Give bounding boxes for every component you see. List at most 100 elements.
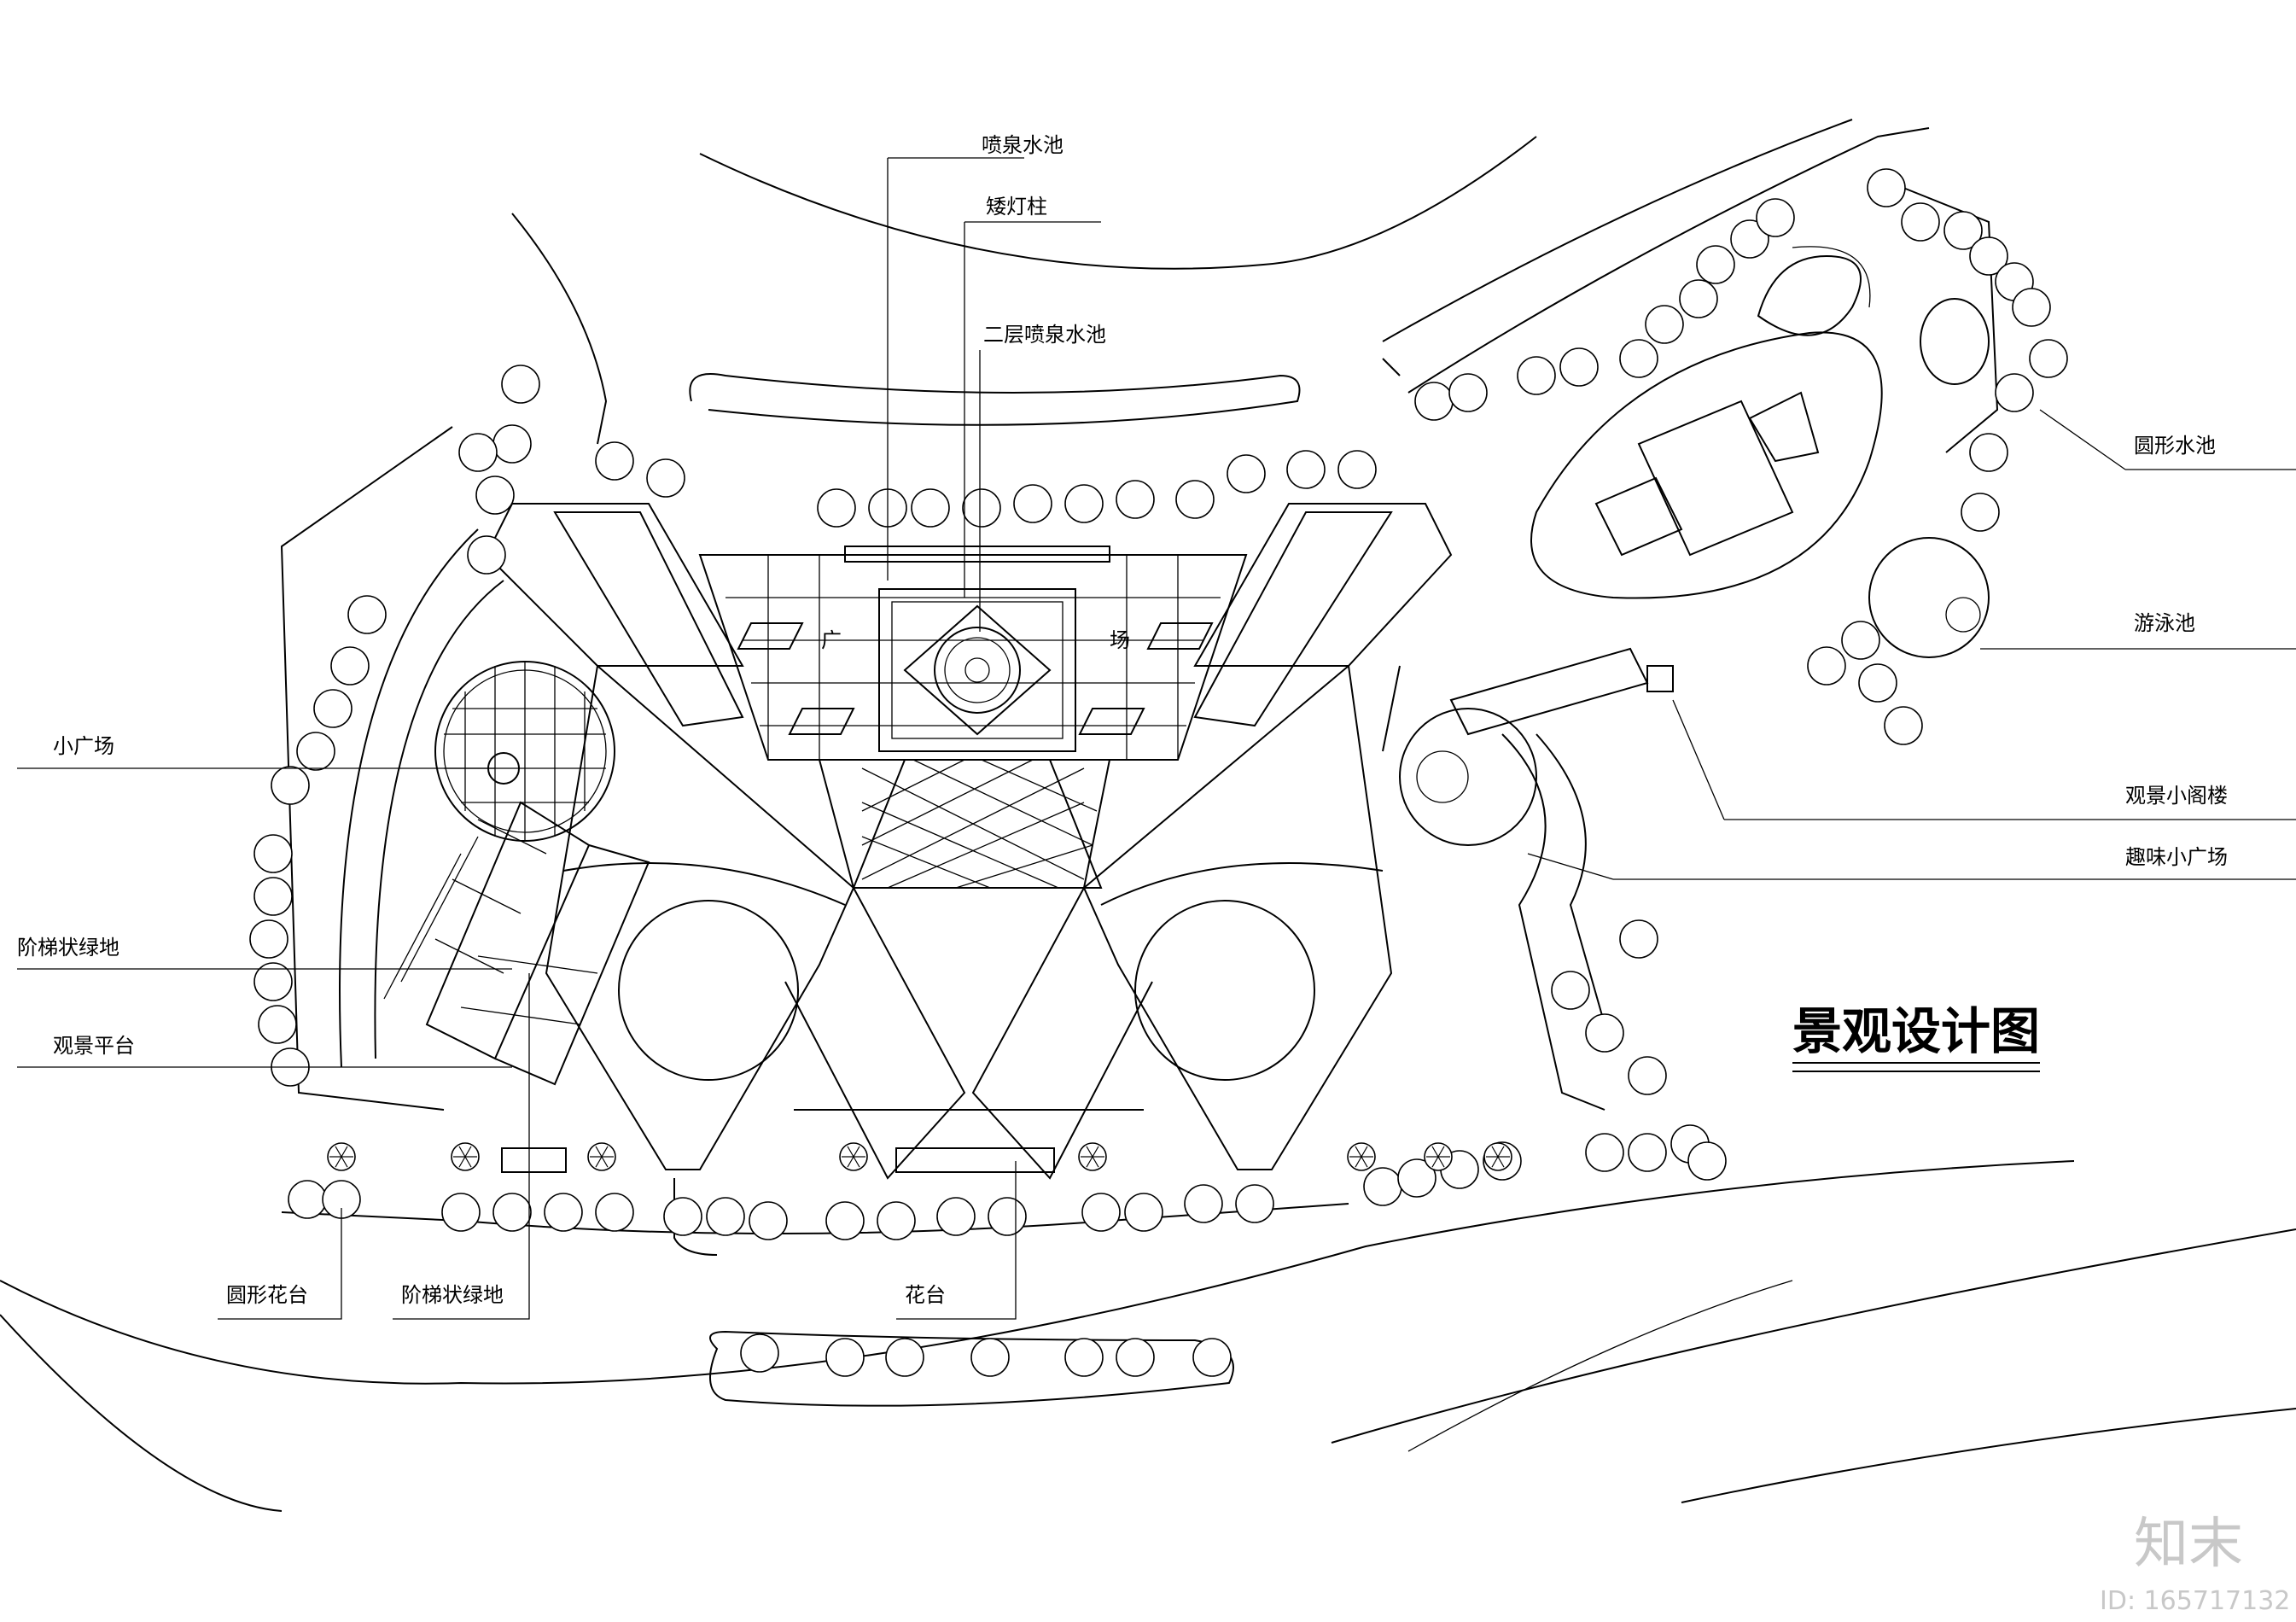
planters (281, 1147, 1349, 1407)
tree-symbol (1551, 971, 1590, 1010)
tree-star-line (853, 1146, 860, 1158)
tree-star-line (1491, 1146, 1499, 1158)
tree-symbol (1235, 1184, 1274, 1223)
tree-star-line (595, 1156, 603, 1168)
tree-symbol (1337, 450, 1377, 489)
label-round-planter: 圆形花台 (226, 1283, 308, 1307)
rect-planter-center (895, 1147, 1055, 1173)
tree-symbol (1116, 480, 1155, 519)
tree-symbol (1628, 1133, 1667, 1172)
tree-symbol (595, 1193, 634, 1232)
tree-symbol (936, 1197, 976, 1236)
tree-symbol (1628, 1056, 1667, 1095)
tree-symbol (1867, 168, 1906, 207)
tree-symbol (458, 433, 498, 472)
tree-symbol (544, 1193, 583, 1232)
tree-symbol (825, 1201, 865, 1240)
tree-star-line (1437, 1146, 1445, 1158)
watermark-brand: 知末 (2134, 1513, 2243, 1576)
left-round-court (618, 900, 799, 1081)
label-swimming-pool: 游泳池 (2134, 611, 2195, 635)
tree-star-line (335, 1146, 342, 1158)
tree-star-line (853, 1156, 860, 1168)
fountain-square (878, 588, 1076, 752)
tree-symbol (1286, 450, 1326, 489)
tree-symbol (1192, 1338, 1232, 1377)
tree-symbol (646, 458, 685, 498)
label-terraced-green-left: 阶梯状绿地 (17, 936, 119, 960)
tree-star-line (1497, 1146, 1505, 1158)
tree-symbol (877, 1201, 916, 1240)
label-small-plaza: 小广场 (53, 734, 114, 758)
tree-star-line (1431, 1146, 1439, 1158)
label-round-pool: 圆形水池 (2134, 434, 2216, 458)
tree-star-line (1491, 1156, 1499, 1168)
tree-star-line (847, 1156, 854, 1168)
rect-planter-left (501, 1147, 567, 1173)
tree-symbol (1619, 919, 1658, 959)
central-fountain (934, 627, 1021, 714)
title-underline (1792, 1062, 2040, 1072)
tree-symbol (817, 488, 856, 528)
tree-symbol (253, 877, 293, 916)
tree-star-line (458, 1146, 466, 1158)
tree-symbol (749, 1201, 788, 1240)
labels: 喷泉水池 矮灯柱 二层喷泉水池 圆形水池 游泳池 观景小阁楼 趣味小广场 小广场… (17, 133, 2228, 1307)
label-plaza-char-2: 场 (1110, 628, 1130, 652)
tree-star-line (341, 1146, 348, 1158)
tree-symbol (1679, 279, 1718, 318)
tree-symbol (492, 424, 532, 464)
tree-symbol (1517, 356, 1556, 395)
tree-symbol (970, 1338, 1010, 1377)
tree-symbol (288, 1180, 327, 1219)
tree-symbol (347, 595, 387, 634)
label-fountain-pool: 喷泉水池 (982, 133, 1064, 157)
tree-star-line (1355, 1156, 1362, 1168)
tree-symbol (1227, 454, 1266, 493)
tree-symbol (1064, 484, 1104, 523)
tree-symbol (1645, 305, 1684, 344)
tree-star-line (601, 1146, 609, 1158)
tree-symbol (1013, 484, 1052, 523)
label-terraced-green-bottom: 阶梯状绿地 (401, 1283, 504, 1307)
tree-symbol (2012, 288, 2051, 327)
tree-symbol (253, 962, 293, 1001)
tree-symbol (962, 488, 1001, 528)
left-zone (280, 426, 650, 1111)
tree-symbol (441, 1193, 481, 1232)
tree-star-line (464, 1146, 472, 1158)
tree-star-line (341, 1156, 348, 1168)
tree-symbol (1807, 646, 1846, 686)
label-fun-plaza: 趣味小广场 (2125, 845, 2228, 869)
tree-symbol (253, 834, 293, 873)
tree-star-line (1361, 1156, 1368, 1168)
tree-star-line (1086, 1146, 1093, 1158)
tree-symbol (1585, 1133, 1624, 1172)
tree-star-line (1497, 1156, 1505, 1168)
tree-symbol (885, 1338, 924, 1377)
tree-symbol (271, 766, 310, 805)
tree-symbol (1995, 373, 2034, 412)
tree-symbol (1943, 211, 1983, 250)
round-pool (1920, 298, 1990, 385)
tree-symbol (1687, 1141, 1727, 1181)
tree-star-line (1092, 1156, 1099, 1168)
tree-star-line (601, 1156, 609, 1168)
tree-symbol (706, 1197, 745, 1236)
tree-symbol (1175, 480, 1215, 519)
right-round-court (1134, 900, 1315, 1081)
tree-symbol (595, 441, 634, 481)
tree-symbol (1619, 339, 1658, 378)
tree-star-line (1361, 1146, 1368, 1158)
trees (249, 168, 2068, 1377)
watermark-id: ID: 165717132 (2100, 1586, 2290, 1616)
tree-symbol (501, 365, 540, 404)
tree-symbol (1184, 1184, 1223, 1223)
tree-symbol (492, 1193, 532, 1232)
tree-symbol (1969, 433, 2008, 472)
fun-plaza-circle (1399, 708, 1537, 846)
tree-symbol (1884, 706, 1923, 745)
tree-star-line (335, 1156, 342, 1168)
tree-star-line (847, 1146, 854, 1158)
